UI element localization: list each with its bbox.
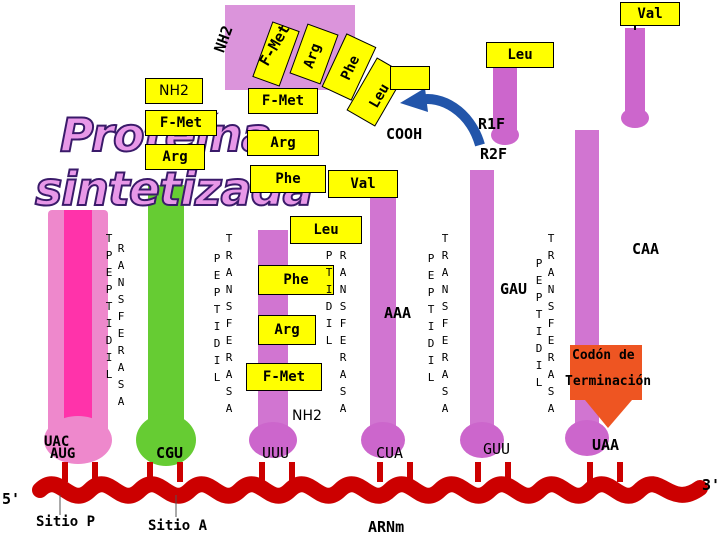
codon-aug: AUG	[50, 446, 76, 462]
trna-purple-top-right	[621, 22, 649, 128]
stack-fmet: F-Met	[145, 110, 217, 136]
trna-box-arg: Arg	[258, 315, 316, 345]
anticodon-guu: GUU	[483, 440, 511, 458]
anticodon-aaa: AAA	[384, 304, 412, 322]
termination-arrow-icon	[570, 345, 642, 428]
top-right-leu: Leu	[486, 42, 554, 68]
anticodon-caa: CAA	[632, 240, 660, 258]
trna-purple-3	[460, 170, 504, 458]
float-val: Val	[328, 170, 398, 198]
anticodon-uuu: UUU	[262, 444, 290, 462]
trna-box-phe: Phe	[258, 265, 334, 295]
float-arg: Arg	[247, 130, 319, 156]
release-arrow-icon	[400, 88, 485, 147]
termination-line1: Codón de	[572, 348, 635, 363]
anticodon-cua: CUA	[376, 444, 404, 462]
site-a-label: Sitio A	[148, 518, 208, 534]
mrna-3prime: 3'	[702, 476, 720, 494]
float-leu: Leu	[290, 216, 362, 244]
trna-purple-2	[361, 180, 405, 458]
trna-nh2: NH2	[292, 408, 322, 424]
trna-a-site	[136, 185, 196, 466]
stack-arg: Arg	[145, 144, 205, 170]
factor-cooh: COOH	[386, 125, 423, 143]
float-fmet: F-Met	[248, 88, 318, 114]
mrna-5prime: 5'	[2, 490, 21, 508]
trna-box-fmet: F-Met	[246, 363, 322, 391]
trna-purple-mid-right	[491, 65, 519, 145]
anticodon-uac: UAC	[44, 434, 70, 450]
top-right-val: Val	[620, 2, 680, 26]
codon-uaa: UAA	[592, 436, 620, 454]
float-phe: Phe	[250, 165, 326, 193]
factor-r2f: R2F	[480, 145, 508, 163]
termination-line2: Terminación	[565, 374, 652, 389]
mrna-strand	[32, 462, 708, 504]
trna-p-site	[44, 210, 112, 464]
anticodon-gau: GAU	[500, 280, 528, 298]
top-right-yellow-bar	[390, 66, 430, 90]
factor-r1f: R1F	[478, 115, 506, 133]
mrna-label: ARNm	[368, 518, 405, 536]
anticodon-cgu: CGU	[156, 444, 184, 462]
site-p-label: Sitio P	[36, 514, 96, 530]
stack-nh2: NH2	[145, 78, 203, 104]
